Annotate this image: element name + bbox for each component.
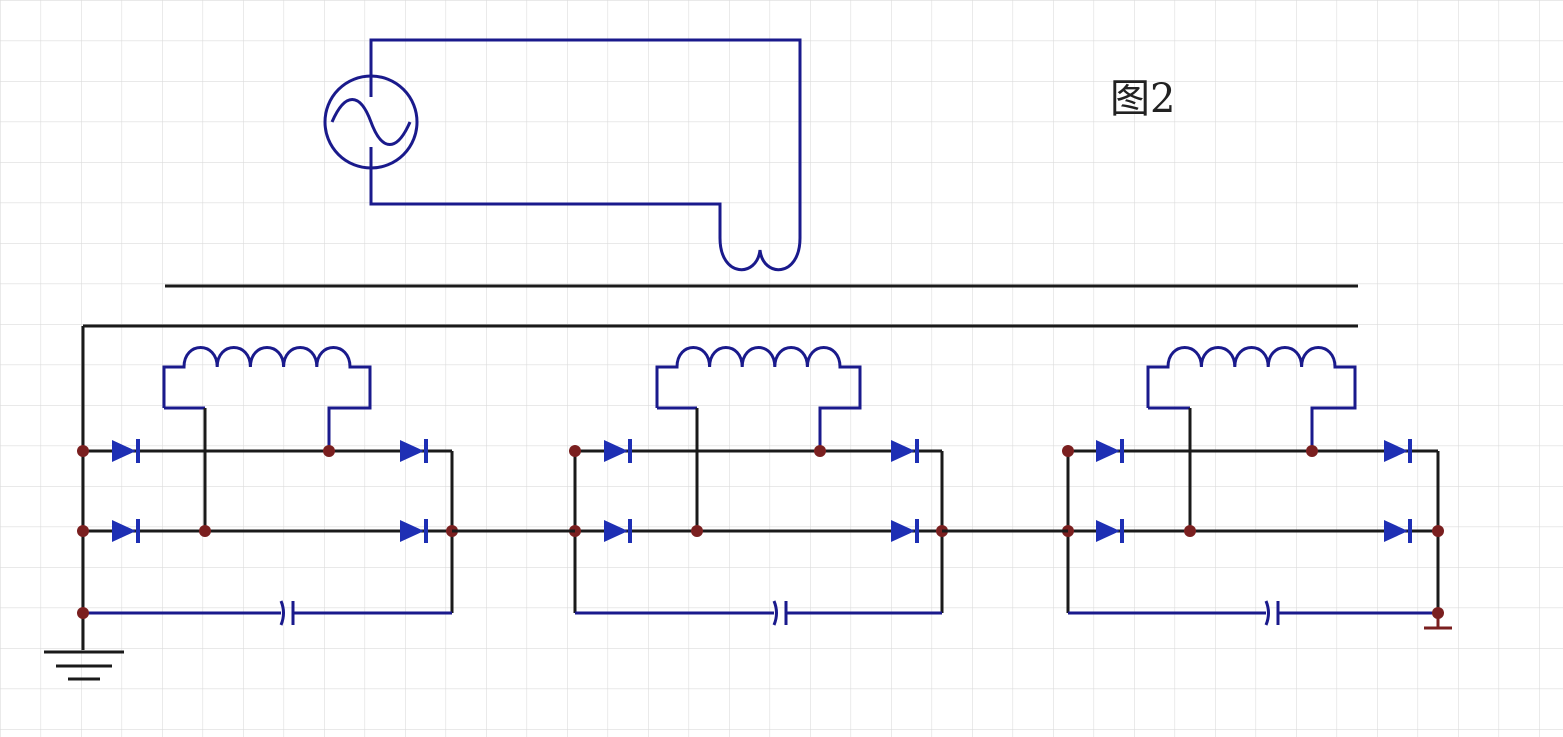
- junction: [77, 607, 89, 619]
- rectifier-stage-2: [569, 346, 948, 626]
- junction: [1432, 525, 1444, 537]
- junction: [569, 445, 581, 457]
- ac-source-icon: [323, 74, 419, 170]
- junction: [1062, 445, 1074, 457]
- secondary-coil-2: [655, 346, 862, 451]
- junction: [1432, 607, 1444, 619]
- ground-small-icon: [1424, 614, 1452, 630]
- primary-wire-top: [369, 38, 802, 238]
- junction: [691, 525, 703, 537]
- primary-wire-bottom: [369, 147, 722, 238]
- capacitor-plate-curved: [772, 600, 778, 626]
- junction: [77, 525, 89, 537]
- secondary-coil-1: [162, 346, 372, 451]
- junction: [1184, 525, 1196, 537]
- junction: [199, 525, 211, 537]
- junction: [814, 445, 826, 457]
- secondary-coil-3: [1146, 346, 1357, 451]
- junction: [323, 445, 335, 457]
- junction: [1306, 445, 1318, 457]
- ground-icon: [44, 650, 124, 681]
- transformer-core: [83, 284, 1358, 328]
- figure-label: 图2: [1110, 76, 1176, 122]
- junction: [77, 445, 89, 457]
- capacitor-plate-curved: [1264, 600, 1270, 626]
- primary-coil: [718, 237, 802, 272]
- primary-circuit: [369, 38, 802, 272]
- rectifier-stages: [77, 346, 1444, 626]
- rectifier-stage-3: [1062, 346, 1444, 626]
- capacitor-plate-curved: [279, 600, 285, 626]
